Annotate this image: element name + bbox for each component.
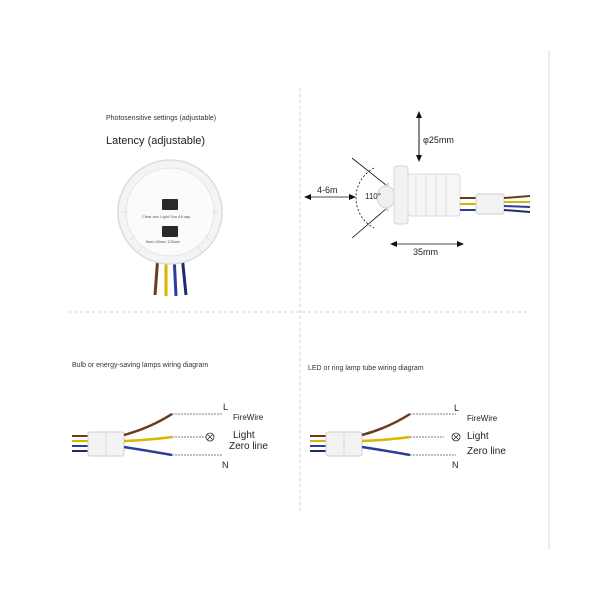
latency-dial	[162, 226, 178, 237]
out-wire-dark-blue	[503, 209, 531, 213]
bulb-n-label: N	[222, 460, 229, 470]
out-wire-brown	[503, 195, 531, 199]
led-zero-label: Zero line	[467, 446, 506, 457]
bulb-zero-label: Zero line	[229, 441, 268, 452]
angle-line-top	[351, 157, 387, 186]
diameter-arrow-top	[416, 111, 422, 118]
photosensitive-dial	[162, 199, 178, 210]
led-wire-blue	[361, 445, 411, 457]
bulb-wire-yellow	[123, 435, 173, 443]
bulb-diagram-title: Bulb or energy-saving lamps wiring diagr…	[72, 362, 209, 369]
photosensitive-label: Photosensitive settings (adjustable)	[106, 115, 217, 122]
latency-label: Latency (adjustable)	[106, 135, 206, 147]
led-diagram-title: LED or ring lamp tube wiring diagram	[308, 365, 424, 372]
led-firewire-label: FireWire	[467, 414, 498, 423]
sensor-threads	[415, 174, 447, 216]
out-wire-blue	[503, 205, 531, 208]
bulb-light-label: Light	[233, 430, 255, 441]
dial-scale-text-2: 5sec 40sec 120sec	[146, 239, 181, 244]
angle-line-bottom	[351, 208, 387, 239]
bulb-wire-brown	[123, 412, 173, 437]
length-arrow-left	[390, 241, 397, 247]
range-arrow-left	[304, 194, 311, 200]
range-label: 4-6m	[317, 185, 338, 195]
sensor-connector	[475, 193, 505, 215]
led-n-label: N	[452, 460, 459, 470]
diameter-arrow-bottom	[416, 155, 422, 162]
length-arrow-right	[457, 241, 464, 247]
length-label: 35mm	[413, 247, 439, 257]
dial-scale-text-1: Clear sen Light Sun All day	[142, 214, 191, 219]
bulb-wire-blue	[123, 445, 173, 457]
bulb-l-label: L	[223, 402, 229, 412]
range-arrow-right	[349, 194, 356, 200]
led-l-label: L	[454, 403, 460, 413]
led-wire-yellow	[361, 435, 411, 443]
sensor-body	[407, 173, 461, 217]
bulb-lamp-icon	[205, 432, 215, 442]
led-lamp-icon	[451, 432, 461, 442]
diameter-label: φ25mm	[423, 135, 454, 145]
sensor-ribs	[122, 211, 218, 253]
angle-arc	[355, 167, 375, 229]
angle-label: 110°	[365, 192, 381, 201]
led-light-label: Light	[467, 431, 489, 442]
led-wire-brown	[361, 412, 411, 437]
bulb-firewire-label: FireWire	[233, 413, 264, 422]
